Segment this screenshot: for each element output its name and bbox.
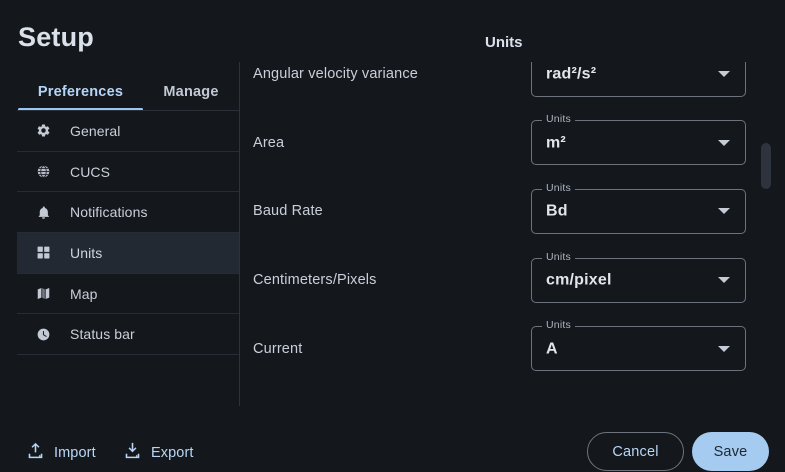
page-title: Setup xyxy=(18,22,95,52)
chevron-down-icon[interactable] xyxy=(718,345,730,352)
tab-preferences-label: Preferences xyxy=(37,83,124,100)
upload-icon xyxy=(26,441,45,465)
save-label: Save xyxy=(713,443,748,460)
settings-sidebar: General CUCS Notifications Units Map xyxy=(17,111,239,356)
sidebar-item-status-bar[interactable]: Status bar xyxy=(17,314,239,356)
units-select[interactable]: Units m² xyxy=(531,113,746,166)
select-field-label: Units xyxy=(542,250,575,265)
sidebar-item-label: Map xyxy=(70,285,98,302)
download-icon xyxy=(123,441,142,465)
chevron-down-icon[interactable] xyxy=(718,208,730,215)
select-value: rad²/s² xyxy=(546,65,597,83)
chevron-down-icon[interactable] xyxy=(718,277,730,284)
settings-scrollbar[interactable] xyxy=(761,62,771,405)
gear-icon xyxy=(32,123,54,138)
grid-icon xyxy=(32,245,54,260)
setting-row: Baud Rate Units Bd xyxy=(240,177,785,246)
dialog-footer: Import Export Cancel Save xyxy=(0,406,785,472)
bell-icon xyxy=(32,205,54,220)
units-select[interactable]: Units Bd xyxy=(531,181,746,234)
section-title: Units xyxy=(485,34,523,51)
sidebar-item-map[interactable]: Map xyxy=(17,274,239,315)
chevron-down-icon[interactable] xyxy=(718,139,730,146)
settings-scroll-viewport: Angular velocity variance Units rad²/s² … xyxy=(240,62,785,405)
select-field-label: Units xyxy=(542,319,575,334)
setting-label: Area xyxy=(253,134,285,151)
tab-bar-divider xyxy=(17,110,239,111)
select-value: cm/pixel xyxy=(546,271,612,289)
import-button[interactable]: Import xyxy=(26,438,96,468)
units-select[interactable]: Units cm/pixel xyxy=(531,250,746,303)
setting-label: Current xyxy=(253,340,303,357)
cancel-button[interactable]: Cancel xyxy=(587,432,684,471)
map-icon xyxy=(32,286,54,301)
units-select[interactable]: Units A xyxy=(531,319,746,372)
sidebar-item-label: Notifications xyxy=(70,204,148,221)
select-field-label: Units xyxy=(542,113,575,128)
sidebar-item-label: Units xyxy=(70,244,103,261)
sidebar-item-label: General xyxy=(70,122,121,139)
sidebar-item-cucs[interactable]: CUCS xyxy=(17,152,239,193)
setting-row: Area Units m² xyxy=(240,109,785,178)
tab-preferences[interactable]: Preferences xyxy=(18,72,143,111)
globe-icon xyxy=(32,164,54,179)
sidebar-item-general[interactable]: General xyxy=(17,111,239,152)
setting-label: Angular velocity variance xyxy=(253,66,418,83)
pane-divider xyxy=(239,62,240,406)
units-select[interactable]: Units rad²/s² xyxy=(531,62,746,97)
select-value: Bd xyxy=(546,202,568,220)
save-button[interactable]: Save xyxy=(692,432,769,471)
settings-list: Angular velocity variance Units rad²/s² … xyxy=(240,62,785,383)
select-value: m² xyxy=(546,134,566,152)
tab-manage-label: Manage xyxy=(163,83,219,100)
chevron-down-icon[interactable] xyxy=(718,71,730,78)
cancel-label: Cancel xyxy=(612,443,659,460)
tab-bar: Preferences Manage xyxy=(0,72,240,111)
sidebar-item-notifications[interactable]: Notifications xyxy=(17,192,239,234)
clock-icon xyxy=(32,327,54,342)
sidebar-item-label: Status bar xyxy=(70,326,135,343)
export-button[interactable]: Export xyxy=(123,438,194,468)
select-field-label: Units xyxy=(542,181,575,196)
tab-manage[interactable]: Manage xyxy=(143,72,239,111)
export-label: Export xyxy=(151,445,194,461)
setting-row: Current Units A xyxy=(240,314,785,383)
import-label: Import xyxy=(54,445,96,461)
select-value: A xyxy=(546,340,558,358)
scrollbar-thumb[interactable] xyxy=(761,143,771,189)
sidebar-item-label: CUCS xyxy=(70,163,111,180)
setting-label: Baud Rate xyxy=(253,203,323,220)
setting-label: Centimeters/Pixels xyxy=(253,272,377,289)
setting-row: Angular velocity variance Units rad²/s² xyxy=(240,62,785,109)
sidebar-item-units[interactable]: Units xyxy=(17,233,239,274)
setting-row: Centimeters/Pixels Units cm/pixel xyxy=(240,246,785,315)
